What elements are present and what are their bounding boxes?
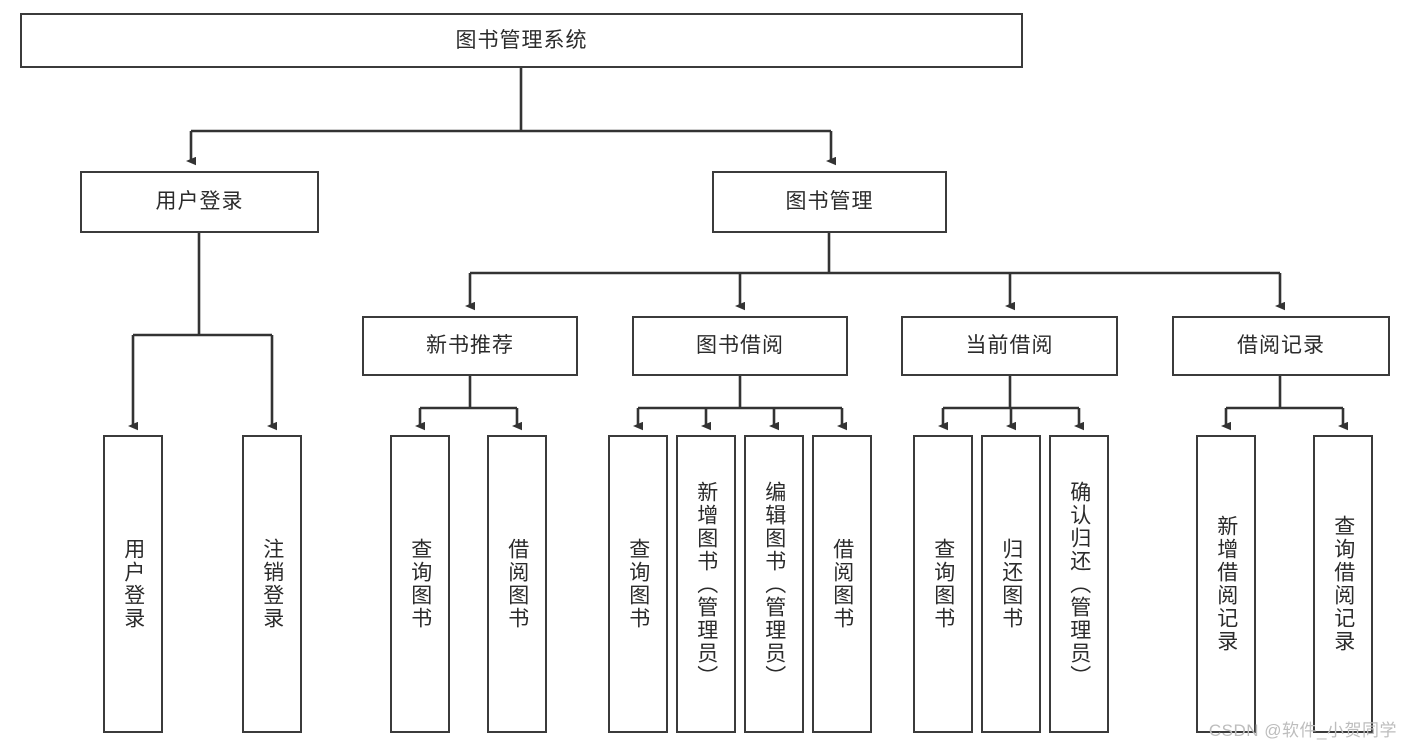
node-current-borrow-label: 当前借阅 (965, 334, 1054, 358)
leaf-br-add-record-label: 新增借阅记录 (1214, 515, 1238, 653)
leaf-bb-query-book-label: 查询图书 (626, 538, 650, 630)
leaf-bb-add-book-label: 新增图书（管理员） (694, 480, 718, 688)
leaf-logout[interactable]: 注销登录 (242, 435, 302, 733)
node-current-borrow[interactable]: 当前借阅 (901, 316, 1118, 376)
leaf-bb-borrow-book-label: 借阅图书 (830, 538, 854, 630)
leaf-bb-query-book[interactable]: 查询图书 (608, 435, 668, 733)
leaf-nb-borrow-book-label: 借阅图书 (505, 538, 529, 630)
node-new-book-recommend-label: 新书推荐 (426, 334, 514, 358)
node-root-label: 图书管理系统 (455, 28, 588, 52)
leaf-user-login-label: 用户登录 (121, 538, 145, 630)
leaf-bb-add-book[interactable]: 新增图书（管理员） (676, 435, 736, 733)
node-book-manage-label: 图书管理 (785, 190, 874, 214)
leaf-bb-edit-book-label: 编辑图书（管理员） (762, 480, 786, 688)
leaf-bb-borrow-book[interactable]: 借阅图书 (812, 435, 872, 733)
leaf-nb-borrow-book[interactable]: 借阅图书 (487, 435, 547, 733)
watermark: CSDN @软件_小贺同学 (1208, 721, 1397, 740)
node-book-borrow[interactable]: 图书借阅 (632, 316, 848, 376)
leaf-logout-label: 注销登录 (260, 538, 284, 630)
node-borrow-record-label: 借阅记录 (1237, 334, 1325, 358)
leaf-nb-query-book[interactable]: 查询图书 (390, 435, 450, 733)
node-user-login[interactable]: 用户登录 (80, 171, 319, 233)
node-new-book-recommend[interactable]: 新书推荐 (362, 316, 578, 376)
leaf-br-query-record[interactable]: 查询借阅记录 (1313, 435, 1373, 733)
leaf-user-login[interactable]: 用户登录 (103, 435, 163, 733)
leaf-bb-edit-book[interactable]: 编辑图书（管理员） (744, 435, 804, 733)
leaf-nb-query-book-label: 查询图书 (408, 538, 432, 630)
node-book-borrow-label: 图书借阅 (696, 334, 784, 358)
leaf-cb-confirm-return-label: 确认归还（管理员） (1067, 480, 1091, 688)
leaf-cb-confirm-return[interactable]: 确认归还（管理员） (1049, 435, 1109, 733)
node-book-manage[interactable]: 图书管理 (712, 171, 947, 233)
leaf-cb-query-book-label: 查询图书 (931, 538, 955, 630)
node-user-login-label: 用户登录 (155, 190, 244, 214)
leaf-br-query-record-label: 查询借阅记录 (1331, 515, 1355, 653)
leaf-cb-return-book[interactable]: 归还图书 (981, 435, 1041, 733)
node-root[interactable]: 图书管理系统 (20, 13, 1023, 68)
leaf-br-add-record[interactable]: 新增借阅记录 (1196, 435, 1256, 733)
leaf-cb-query-book[interactable]: 查询图书 (913, 435, 973, 733)
node-borrow-record[interactable]: 借阅记录 (1172, 316, 1390, 376)
leaf-cb-return-book-label: 归还图书 (999, 538, 1023, 630)
